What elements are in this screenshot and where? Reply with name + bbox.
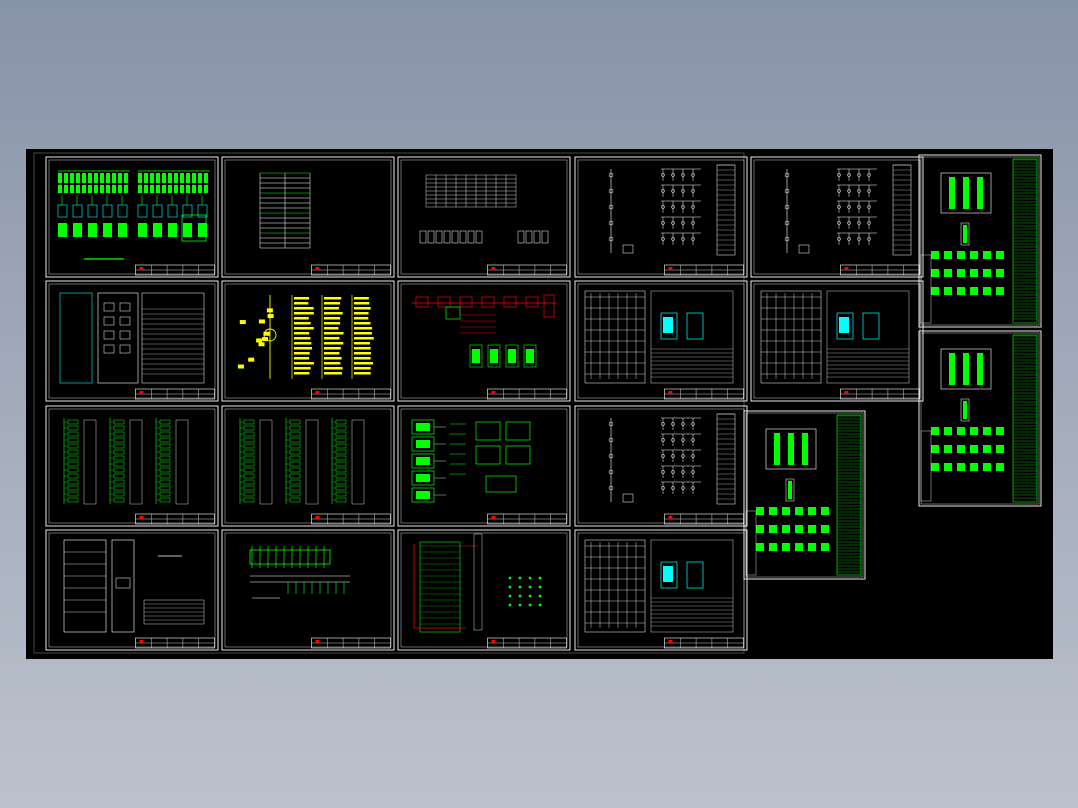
sheet-r3-c4[interactable] xyxy=(574,405,748,527)
sheet-r3-c3[interactable] xyxy=(397,405,571,527)
sheet-r4-c4[interactable] xyxy=(574,529,748,651)
sheet-r4-c3[interactable] xyxy=(397,529,571,651)
sheet-extra-2[interactable] xyxy=(918,330,1042,507)
sheet-r4-c2[interactable] xyxy=(221,529,395,651)
sheet-r2-c5[interactable] xyxy=(750,280,924,402)
cad-viewport[interactable] xyxy=(26,149,1053,659)
sheet-r4-c1[interactable] xyxy=(45,529,219,651)
sheet-r3-c1[interactable] xyxy=(45,405,219,527)
sheet-r1-c2[interactable] xyxy=(221,156,395,278)
sheet-r2-c2[interactable] xyxy=(221,280,395,402)
sheet-extra-3[interactable] xyxy=(743,410,866,580)
sheet-r2-c1[interactable] xyxy=(45,280,219,402)
sheet-r2-c3[interactable] xyxy=(397,280,571,402)
sheet-r1-c4[interactable] xyxy=(574,156,748,278)
sheet-extra-1[interactable] xyxy=(918,154,1042,328)
sheet-r1-c3[interactable] xyxy=(397,156,571,278)
sheet-r1-c5[interactable] xyxy=(750,156,924,278)
drawing-canvas xyxy=(33,152,1042,654)
sheet-r1-c1[interactable] xyxy=(45,156,219,278)
sheet-r2-c4[interactable] xyxy=(574,280,748,402)
sheet-r3-c2[interactable] xyxy=(221,405,395,527)
